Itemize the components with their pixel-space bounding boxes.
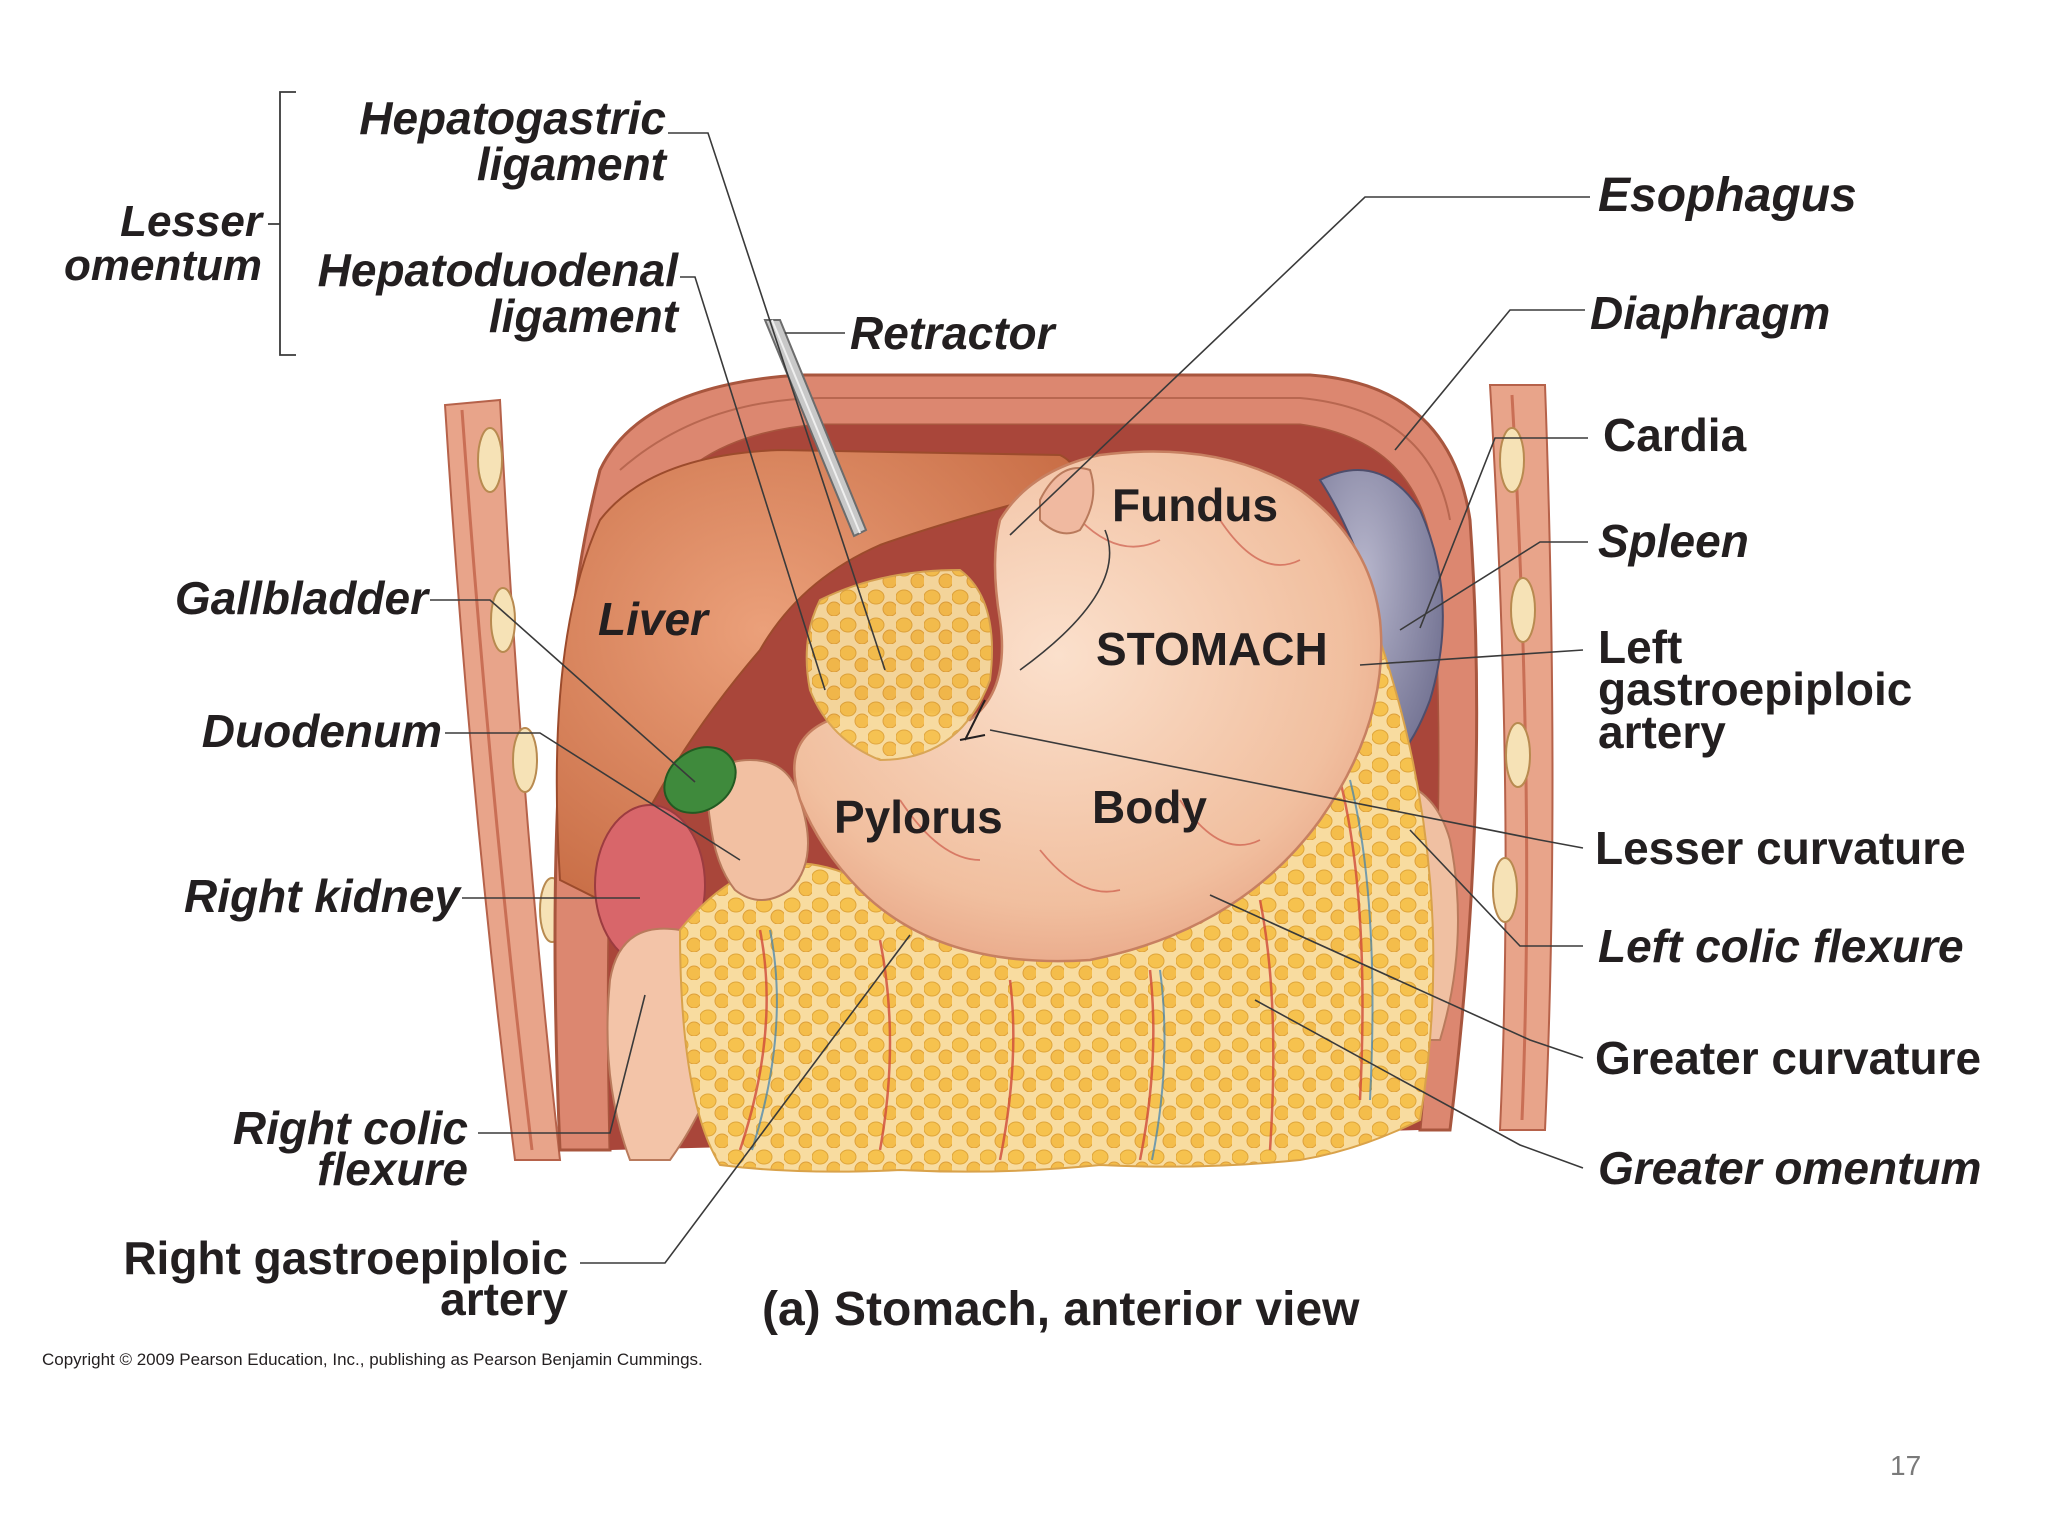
label-right-gastroepiploic-artery: Right gastroepiploic artery bbox=[60, 1232, 568, 1326]
label-hepatogastric-line1: Hepatogastric bbox=[359, 92, 666, 144]
label-lesser-omentum: Lesser omentum bbox=[30, 200, 262, 288]
stomach-shape bbox=[793, 450, 1383, 963]
label-right-kidney: Right kidney bbox=[183, 870, 460, 922]
duodenum-shape bbox=[707, 758, 809, 901]
label-lesser-omentum-line1: Lesser bbox=[120, 197, 262, 246]
gallbladder-shape bbox=[663, 746, 737, 814]
organ-label-stomach: STOMACH bbox=[1096, 623, 1328, 675]
label-left-gastro-line1: Left bbox=[1598, 621, 1683, 673]
label-esophagus: Esophagus bbox=[1598, 169, 1857, 222]
label-right-gastro-line1: Right gastroepiploic bbox=[123, 1232, 568, 1284]
label-lesser-curvature: Lesser curvature bbox=[1595, 822, 1966, 874]
label-right-colic-line1: Right colic bbox=[232, 1102, 468, 1154]
label-right-colic-flexure: Right colic flexure bbox=[150, 1102, 468, 1196]
leader-lines bbox=[430, 132, 1590, 1264]
label-left-gastro-line2: gastroepiploic bbox=[1598, 663, 1913, 716]
esophagus-shape bbox=[1039, 467, 1095, 535]
hepatogastric-ligament-shape bbox=[805, 568, 993, 762]
label-hepatoduodenal-line1: Hepatoduodenal bbox=[317, 244, 678, 296]
copyright-notice: Copyright © 2009 Pearson Education, Inc.… bbox=[42, 1350, 703, 1369]
body-wall-right bbox=[1488, 384, 1554, 1131]
label-hepatogastric-line2: ligament bbox=[476, 138, 666, 190]
organ-label-body: Body bbox=[1092, 781, 1207, 833]
label-retractor: Retractor bbox=[850, 307, 1055, 359]
label-hepatogastric-ligament: Hepatogastric ligament bbox=[300, 95, 666, 187]
figure-caption: (a) Stomach, anterior view bbox=[762, 1283, 1360, 1336]
label-right-colic-line2: flexure bbox=[317, 1143, 468, 1196]
retractor-shape bbox=[763, 319, 868, 538]
label-cardia: Cardia bbox=[1603, 409, 1747, 461]
label-greater-omentum: Greater omentum bbox=[1598, 1142, 1982, 1194]
label-hepatoduodenal-line2: ligament bbox=[488, 290, 678, 342]
label-duodenum: Duodenum bbox=[201, 705, 442, 757]
label-left-gastroepiploic-artery: Left gastroepiploic artery bbox=[1598, 621, 1913, 758]
organ-label-pylorus: Pylorus bbox=[834, 791, 1003, 843]
label-lesser-omentum-line2: omentum bbox=[64, 241, 262, 290]
label-gallbladder: Gallbladder bbox=[174, 572, 428, 624]
label-left-colic-flexure: Left colic flexure bbox=[1598, 920, 1964, 972]
label-greater-curvature: Greater curvature bbox=[1595, 1032, 1982, 1084]
label-spleen: Spleen bbox=[1598, 515, 1749, 567]
label-left-gastro-line3: artery bbox=[1598, 705, 1726, 758]
label-diaphragm: Diaphragm bbox=[1590, 287, 1831, 339]
organ-label-fundus: Fundus bbox=[1112, 479, 1279, 531]
label-hepatoduodenal-ligament: Hepatoduodenal ligament bbox=[288, 247, 678, 339]
slide-number: 17 bbox=[1890, 1450, 1922, 1481]
body-wall-left bbox=[443, 398, 565, 1161]
organ-label-liver: Liver bbox=[598, 593, 708, 645]
label-right-gastro-line2: artery bbox=[440, 1273, 568, 1326]
lesser-omentum-bracket bbox=[268, 91, 296, 356]
